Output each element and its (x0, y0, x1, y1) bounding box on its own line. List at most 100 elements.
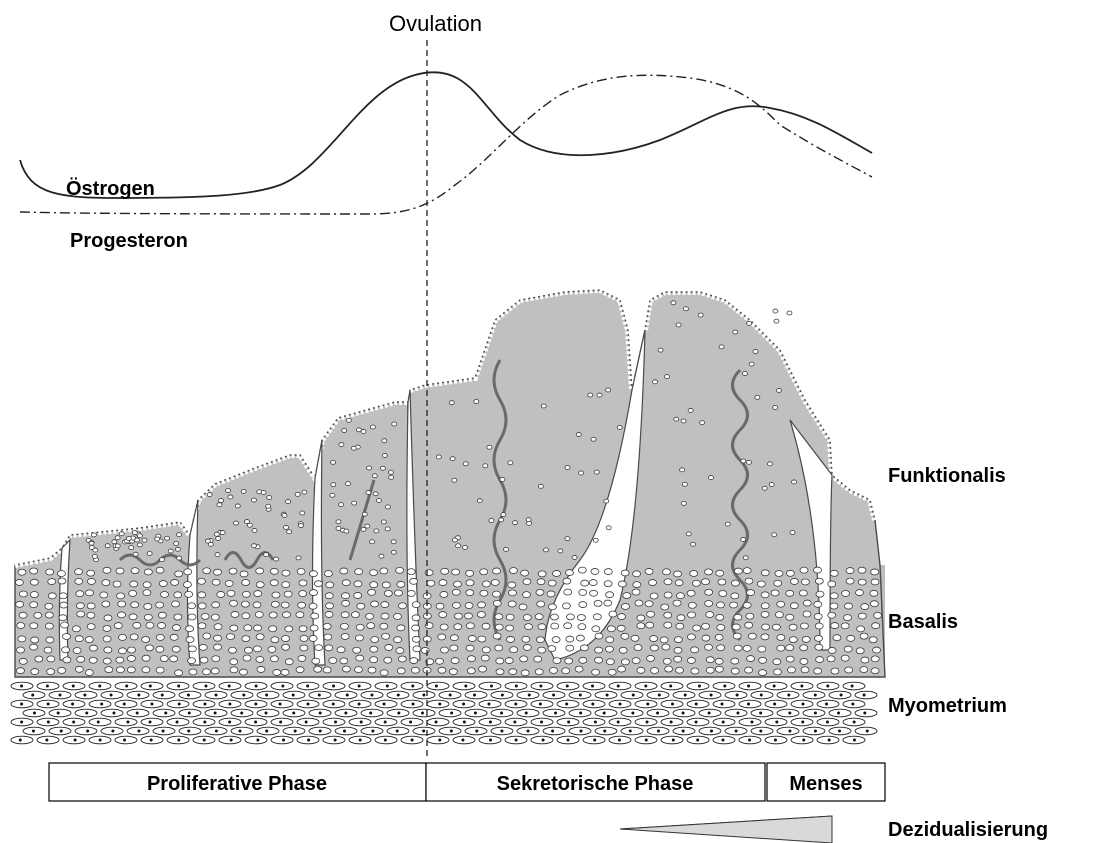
stroma-cell (397, 625, 405, 631)
stroma-cell (216, 536, 221, 540)
stroma-cell (89, 645, 97, 651)
stroma-cell (500, 477, 505, 481)
myometrium-cell (777, 691, 799, 699)
stroma-cell (85, 637, 93, 643)
myometrium-cell (505, 700, 527, 708)
stroma-cell (467, 656, 475, 662)
stroma-cell (733, 330, 738, 334)
stroma-cell (702, 635, 710, 641)
stroma-cell (362, 512, 367, 516)
myometrium-cell (647, 727, 669, 735)
stroma-cell (92, 554, 97, 558)
myometrium-cell (439, 727, 461, 735)
myometrium-cell (141, 700, 163, 708)
stroma-cell (609, 611, 617, 617)
stroma-cell (382, 633, 390, 639)
stroma-cell (665, 375, 670, 379)
stroma-cell (89, 657, 97, 663)
stroma-cell (440, 591, 448, 597)
stroma-cell (705, 644, 713, 650)
myometrium-cell (843, 682, 865, 690)
stroma-cell (745, 667, 753, 673)
stroma-cell (351, 612, 359, 618)
stroma-cell (480, 569, 488, 575)
myometrium-cell (543, 727, 565, 735)
myometrium-cell (699, 727, 721, 735)
myometrium-cell (49, 709, 71, 717)
myometrium-cell (739, 736, 761, 744)
stroma-cell (870, 590, 878, 596)
myometrium-cell (413, 709, 435, 717)
myometrium-cell (127, 727, 149, 735)
stroma-cell (828, 647, 836, 653)
stroma-cell (715, 658, 723, 664)
stroma-cell (790, 603, 798, 609)
stroma-cell (142, 655, 150, 661)
myometrium-cell (297, 718, 319, 726)
myometrium-cell (75, 709, 97, 717)
stroma-cell (398, 656, 406, 662)
stroma-cell (391, 550, 396, 554)
stroma-cell (521, 670, 529, 676)
myometrium-cell (661, 700, 683, 708)
myometrium-cell (75, 727, 97, 735)
myometrium-cell (37, 700, 59, 708)
stroma-cell (479, 666, 487, 672)
stroma-cell (384, 590, 392, 596)
stroma-cell (351, 446, 356, 450)
stroma-cell (105, 667, 113, 673)
stroma-cell (604, 581, 612, 587)
stroma-cell (30, 568, 38, 574)
stroma-cell (537, 579, 545, 585)
myometrium-cell (817, 718, 839, 726)
stroma-cell (801, 579, 809, 585)
stroma-cell (75, 569, 83, 575)
stroma-cell (284, 591, 292, 597)
myometrium-cell (245, 718, 267, 726)
myometrium-cell (323, 682, 345, 690)
myometrium-cell (609, 736, 631, 744)
stroma-cell (59, 593, 67, 599)
myometrium-cell (803, 727, 825, 735)
stroma-cell (147, 551, 152, 555)
stroma-cell (156, 567, 164, 573)
stroma-cell (487, 445, 492, 449)
stroma-cell (142, 538, 147, 542)
stroma-cell (30, 592, 38, 598)
stroma-cell (465, 603, 473, 609)
myometrium-cell (687, 682, 709, 690)
stroma-cell (427, 580, 435, 586)
stroma-cell (870, 601, 878, 607)
myometrium-cell (101, 727, 123, 735)
myometrium-cell (517, 727, 539, 735)
stroma-cell (361, 527, 366, 531)
stroma-cell (607, 626, 615, 632)
stroma-cell (159, 581, 167, 587)
myometrium-cell (271, 682, 293, 690)
stroma-cell (451, 658, 459, 664)
stroma-cell (621, 570, 629, 576)
stroma-cell (618, 614, 626, 620)
stroma-cell (156, 602, 164, 608)
stroma-cell (77, 611, 85, 617)
myometrium-cell (661, 682, 683, 690)
myometrium-cell (153, 709, 175, 717)
stroma-cell (220, 531, 225, 535)
stroma-cell (496, 658, 504, 664)
stroma-cell (595, 647, 603, 653)
stroma-cell (719, 590, 727, 596)
stroma-cell (844, 603, 852, 609)
myometrium-cell (453, 736, 475, 744)
stroma-cell (566, 636, 574, 642)
stroma-cell (271, 637, 279, 643)
myometrium-cell (621, 727, 643, 735)
stroma-cell (576, 433, 581, 437)
stroma-cell (436, 455, 441, 459)
myometrium-cell (179, 727, 201, 735)
stroma-cell (235, 504, 240, 508)
stroma-cell (664, 579, 672, 585)
stroma-cell (858, 567, 866, 573)
stroma-cell (743, 645, 751, 651)
stroma-cell (691, 647, 699, 653)
stroma-cell (302, 490, 307, 494)
